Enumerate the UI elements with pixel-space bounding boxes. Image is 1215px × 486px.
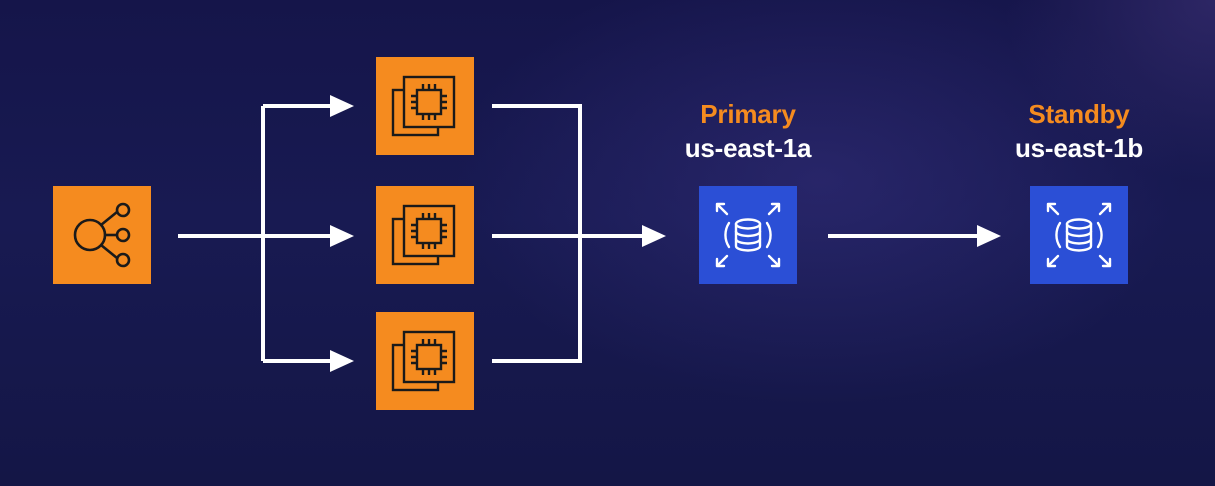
fanin-bottom bbox=[492, 236, 582, 363]
standby-role-label: Standby bbox=[1028, 99, 1130, 129]
rds-database-icon bbox=[715, 202, 781, 268]
ec2-instance-node bbox=[376, 186, 474, 284]
ec2-instance-icon bbox=[391, 75, 456, 137]
load-balancer-node bbox=[53, 186, 151, 284]
rds-database-icon bbox=[1046, 202, 1112, 268]
fanin-top bbox=[492, 104, 582, 236]
arrowhead-primary bbox=[642, 225, 666, 247]
standby-db-node bbox=[1030, 186, 1128, 284]
arrowhead-standby bbox=[977, 225, 1001, 247]
ec2-instance-node bbox=[376, 312, 474, 410]
ec2-instance-icon bbox=[391, 330, 456, 392]
arrowhead-instance-2 bbox=[330, 225, 354, 247]
ec2-instance-icon bbox=[391, 204, 456, 266]
ec2-instance-node bbox=[376, 57, 474, 155]
primary-role-label: Primary bbox=[700, 99, 796, 129]
arrowhead-instance-3 bbox=[330, 350, 354, 372]
standby-zone-label: us-east-1b bbox=[1014, 133, 1144, 163]
primary-db-node bbox=[699, 186, 797, 284]
arrowhead-instance-1 bbox=[330, 95, 354, 117]
load-balancer-icon bbox=[73, 202, 131, 268]
primary-zone-label: us-east-1a bbox=[684, 133, 812, 163]
